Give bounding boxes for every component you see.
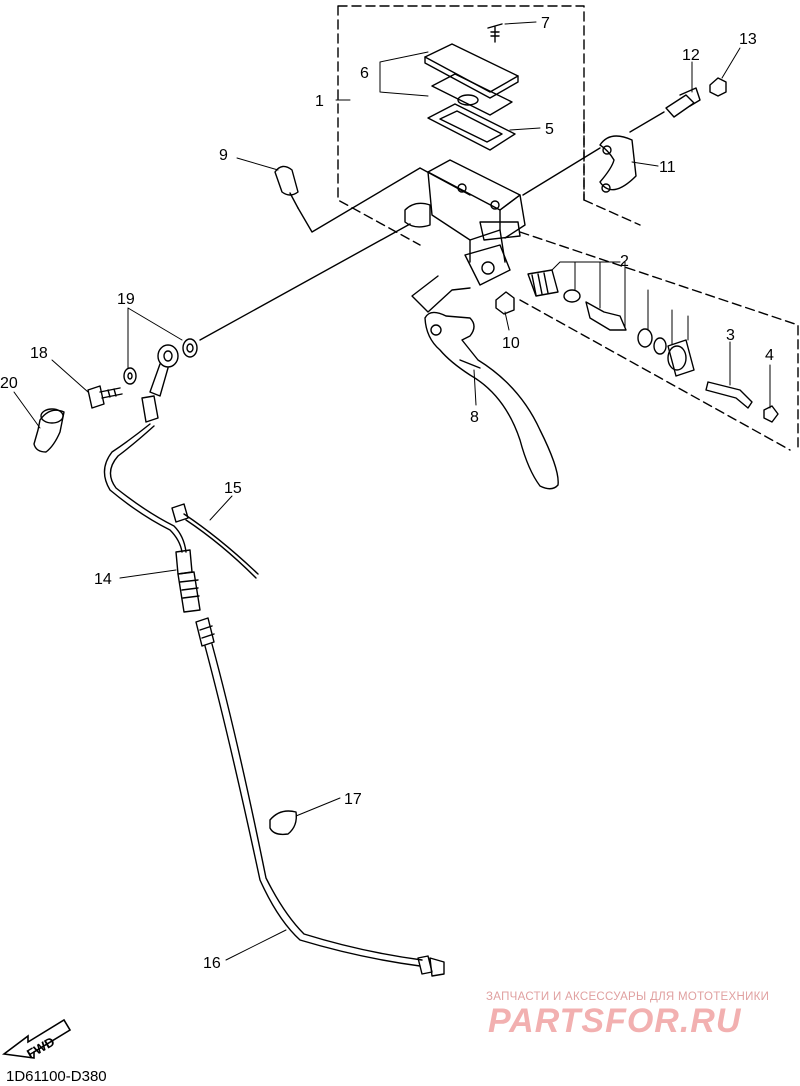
callout-4: 4 (765, 347, 774, 364)
hose-joint-part (175, 549, 201, 613)
callout-18: 18 (30, 345, 48, 362)
callout-5: 5 (545, 121, 554, 138)
washer-part (123, 338, 198, 385)
callout-leaders (13, 21, 771, 961)
callout-3: 3 (726, 327, 735, 344)
callout-11: 11 (659, 159, 676, 176)
watermark-brand: PARTSFOR.RU (488, 1002, 742, 1040)
callout-9: 9 (219, 147, 228, 164)
callout-20: 20 (0, 375, 18, 392)
callout-6: 6 (360, 65, 369, 82)
nut-part (709, 77, 727, 97)
callout-15: 15 (224, 480, 242, 497)
diaphragm-part (427, 103, 516, 151)
callout-13: 13 (739, 31, 757, 48)
bleed-cap-part (33, 408, 65, 453)
lever-nut-part (495, 291, 515, 315)
callout-17: 17 (344, 791, 362, 808)
clutch-pipe-part (195, 617, 445, 977)
clutch-hose-upper (103, 423, 183, 553)
bleed-bolt-part (87, 385, 123, 409)
callout-14: 14 (94, 571, 112, 588)
callout-labels: 1 2 3 4 5 6 7 8 9 10 11 12 13 14 15 16 1… (0, 15, 774, 972)
clamp-bolt-part (629, 87, 701, 133)
push-rod-part (705, 381, 753, 409)
callout-16: 16 (203, 955, 221, 972)
reservoir-cap-part (424, 43, 519, 116)
group-frame-1 (337, 5, 585, 246)
banjo-fitting-part (141, 344, 179, 423)
boot-part (763, 405, 779, 423)
assembly-axis-line (199, 147, 601, 341)
callout-2: 2 (620, 253, 629, 270)
callout-7: 7 (541, 15, 550, 32)
callout-8: 8 (470, 409, 479, 426)
callout-10: 10 (502, 335, 520, 352)
drawing-code: 1D61100-D380 (6, 1068, 107, 1085)
watermark-subtitle: ЗАПЧАСТИ И АКСЕССУАРЫ ДЛЯ МОТОТЕХНИКИ (486, 991, 770, 1003)
callout-19: 19 (117, 291, 135, 308)
callout-12: 12 (682, 47, 700, 64)
cable-tie-part (171, 503, 259, 579)
clutch-lever-part (424, 311, 559, 490)
lever-leader (411, 275, 471, 313)
holder-clamp-part (599, 135, 637, 193)
screw-part (487, 23, 503, 43)
pivot-bolt-part (274, 165, 299, 209)
fwd-arrow-icon: FWD (1, 1018, 72, 1062)
hose-clamp-part (269, 810, 298, 836)
master-cylinder-body (404, 159, 526, 286)
callout-1: 1 (315, 93, 324, 110)
piston-kit-part (527, 269, 695, 377)
group-frame-11 (583, 121, 641, 226)
group-frame-2 (519, 231, 799, 451)
